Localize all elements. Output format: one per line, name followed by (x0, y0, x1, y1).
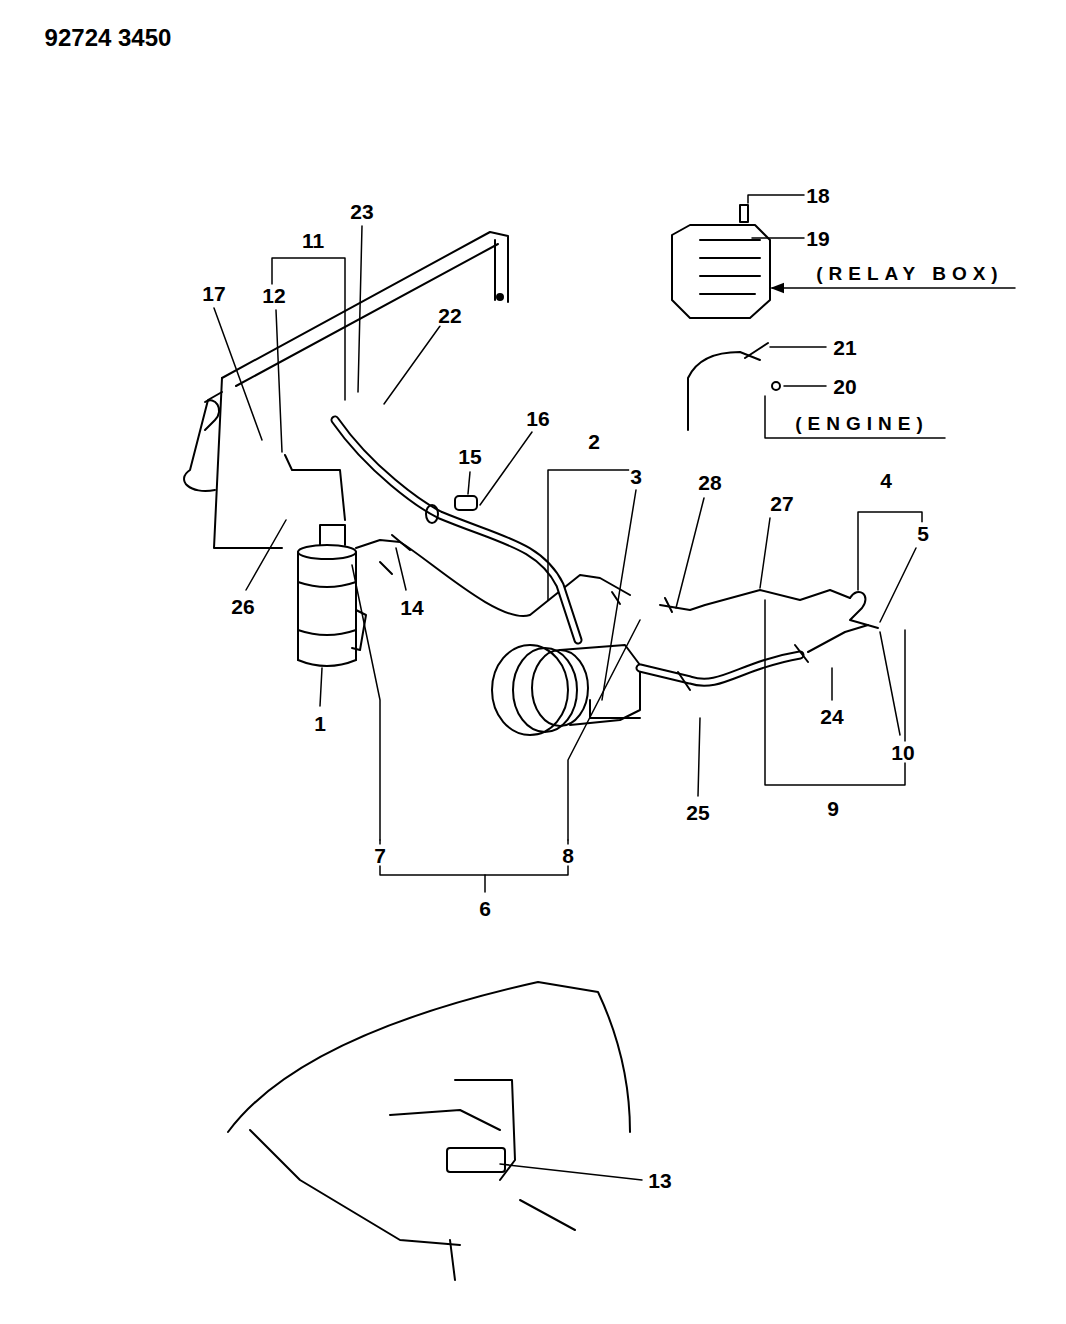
receiver-drier (285, 455, 366, 666)
callout-number: 11 (301, 230, 325, 251)
callout-number: 7 (373, 845, 387, 866)
callout-number: 8 (561, 845, 575, 866)
o-ring (612, 592, 672, 612)
callout-number: 13 (647, 1170, 672, 1191)
compressor (492, 645, 640, 735)
callout-number: 10 (890, 742, 915, 763)
callout-number: 1 (313, 713, 327, 734)
callout-number: 15 (457, 446, 482, 467)
fitting (678, 645, 808, 690)
callout-number: 21 (832, 337, 857, 358)
callout-number: 26 (230, 596, 255, 617)
callout-number: 14 (399, 597, 424, 618)
callout-number: 23 (349, 201, 374, 222)
callout-number: 27 (769, 493, 794, 514)
part-label: (ENGINE) (794, 414, 930, 433)
figure-number: 92724 3450 (44, 26, 173, 50)
hose-core (640, 655, 800, 682)
callout-number: 4 (879, 470, 893, 491)
leader-lines (214, 195, 1015, 1180)
callout-number: 9 (826, 798, 840, 819)
callout-number: 6 (478, 898, 492, 919)
callout-number: 2 (587, 431, 601, 452)
callout-number: 20 (832, 376, 857, 397)
relay-box (672, 205, 770, 318)
hose-clamp (455, 496, 477, 510)
callout-number: 18 (805, 185, 830, 206)
suction-pipe (808, 625, 868, 652)
callout-number: 22 (437, 305, 462, 326)
callout-number: 5 (916, 523, 930, 544)
engine-outline (688, 352, 760, 430)
suction-hose (640, 655, 800, 682)
callout-number: 25 (685, 802, 710, 823)
part-label: (RELAY BOX) (815, 264, 1004, 283)
fitting (380, 535, 410, 574)
discharge-hose (335, 420, 578, 640)
callout-number: 17 (201, 283, 226, 304)
liquid-pipe (356, 540, 630, 616)
callout-number: 24 (819, 706, 844, 727)
pipe (660, 590, 850, 610)
callout-number: 28 (697, 472, 722, 493)
instrument-panel (228, 982, 630, 1280)
callout-number: 3 (629, 466, 643, 487)
callout-number: 16 (525, 408, 550, 429)
pipe-fitting (850, 592, 878, 628)
fitting (772, 382, 780, 390)
hose-ring (426, 505, 438, 523)
sensor (745, 343, 768, 358)
condenser (184, 232, 508, 548)
callout-number: 19 (805, 228, 830, 249)
callout-number: 12 (261, 285, 286, 306)
hose-core (335, 420, 578, 640)
